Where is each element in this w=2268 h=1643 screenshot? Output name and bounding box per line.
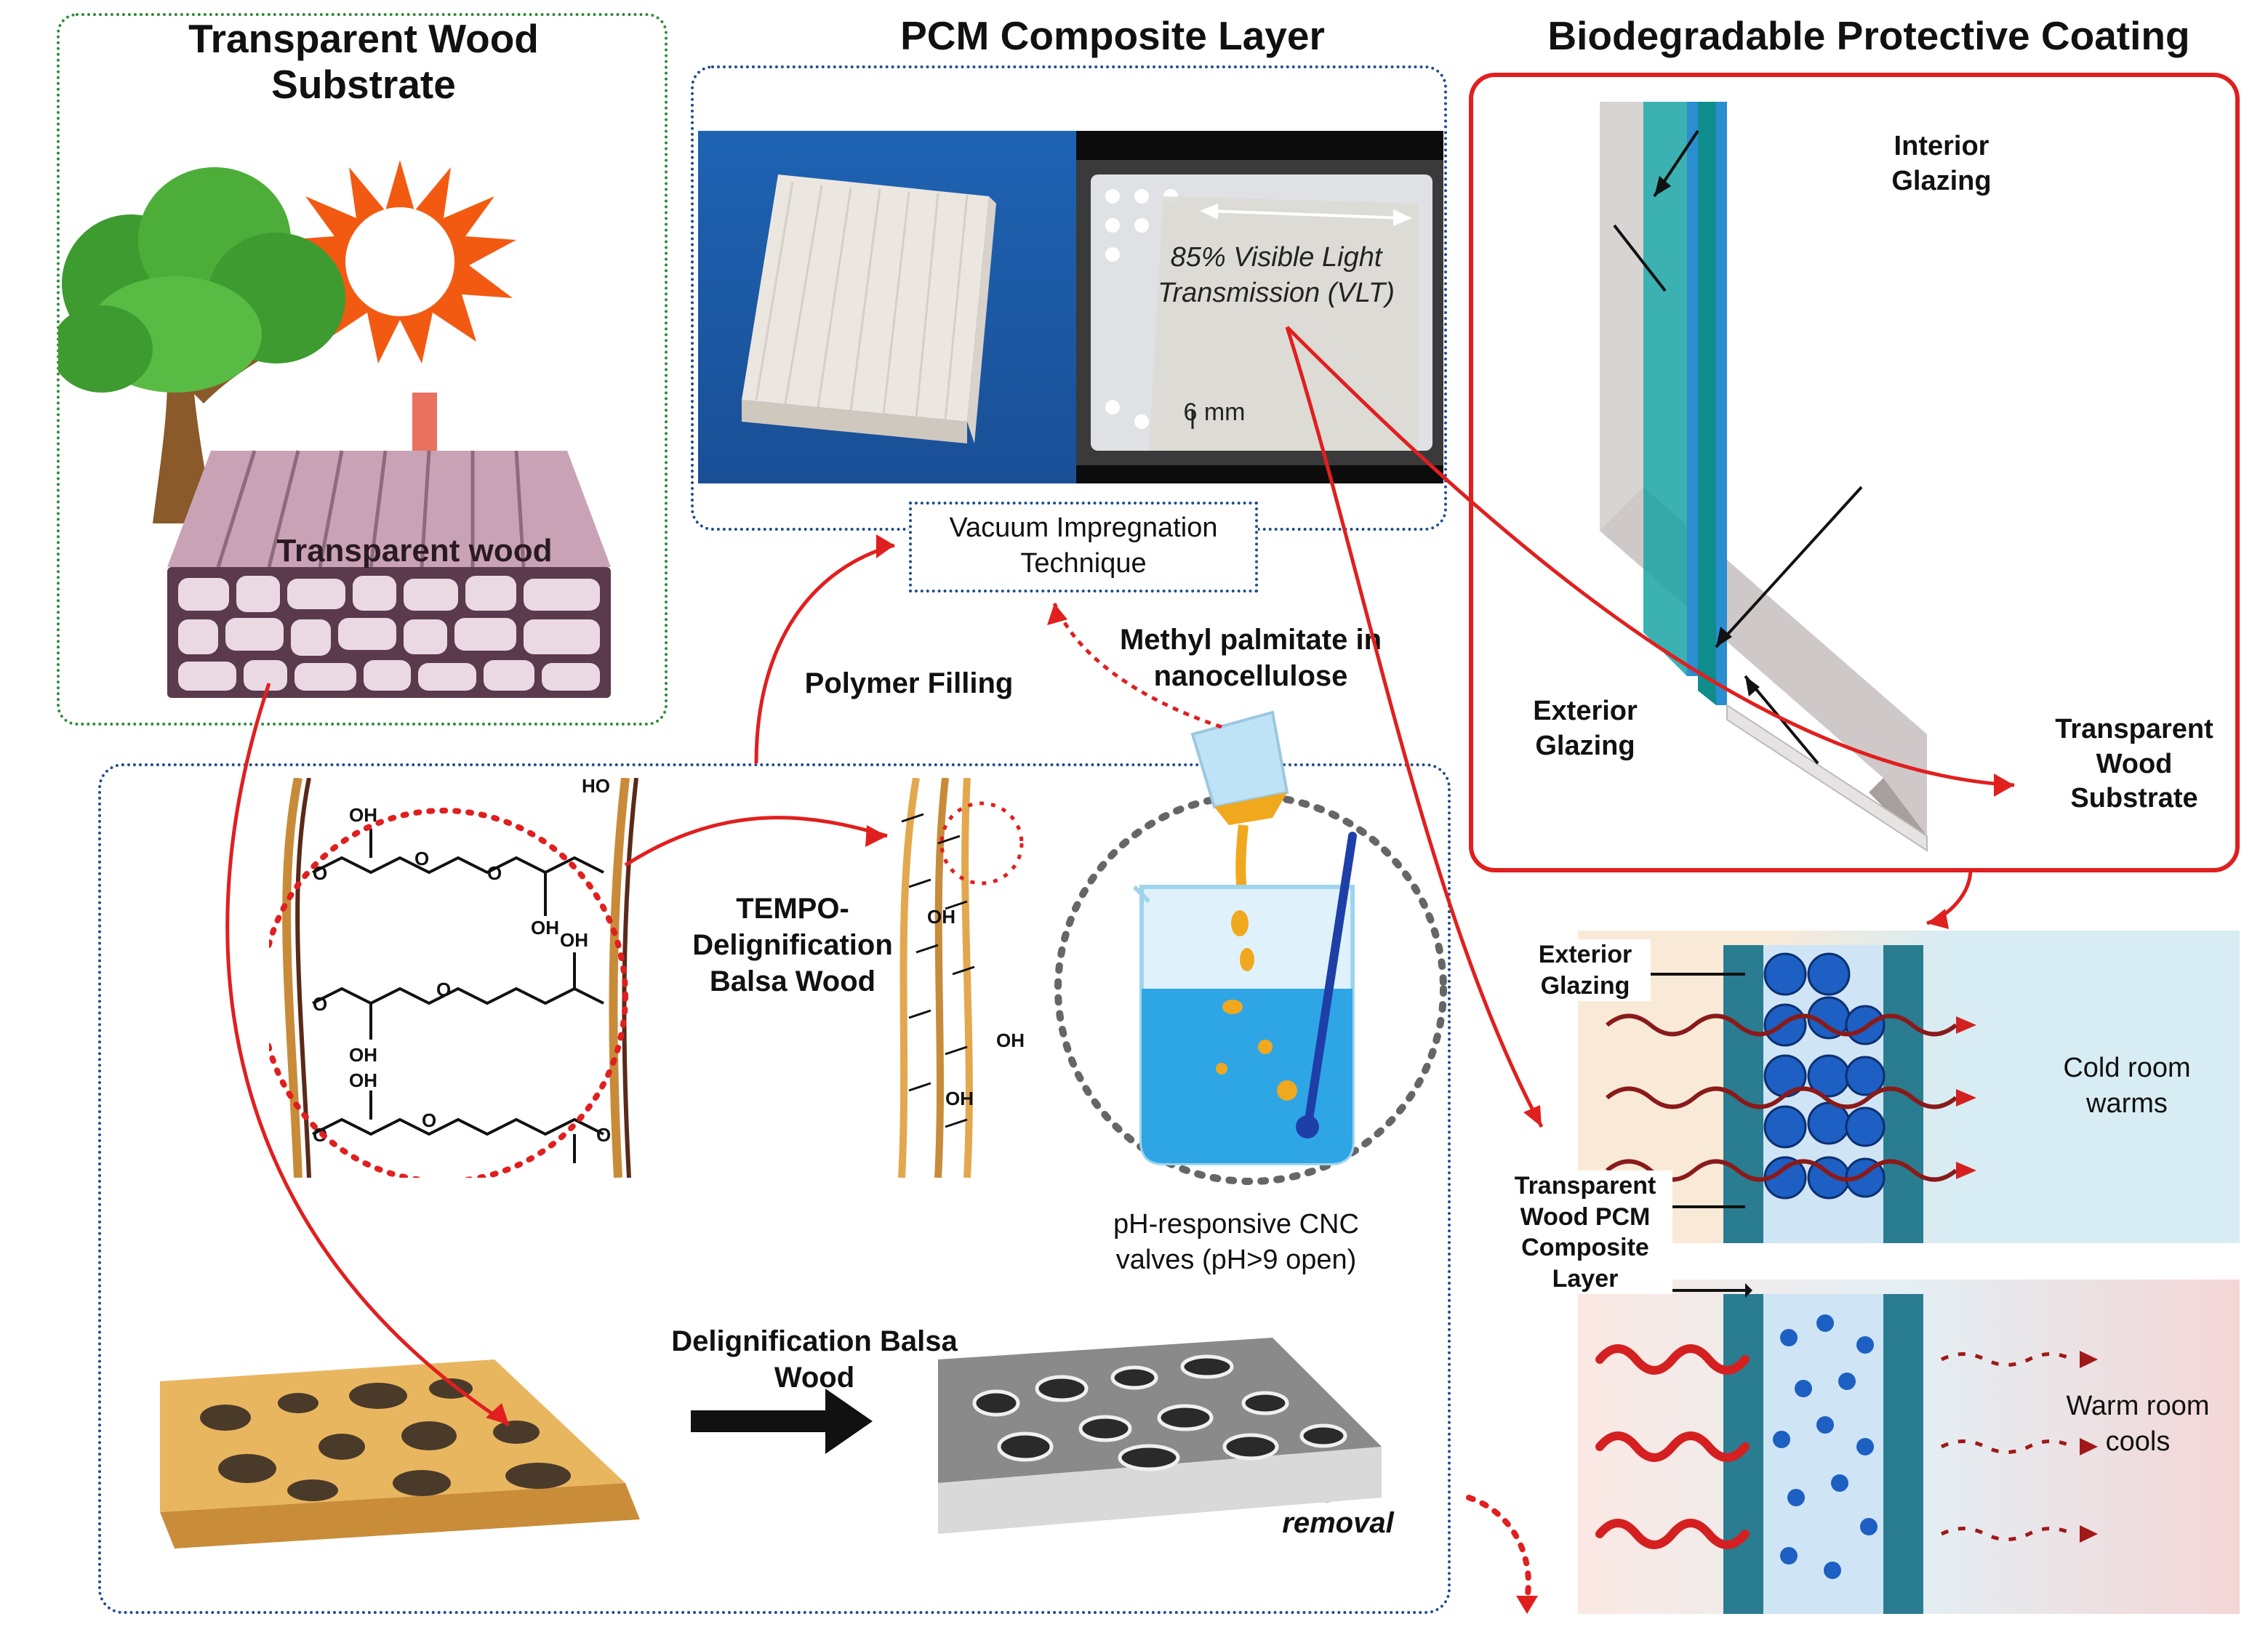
- chem-oh-1: OH: [349, 804, 377, 826]
- pouring-cup-icon: [1190, 710, 1289, 825]
- coating-box: [1469, 73, 2240, 872]
- chem-o-3: O: [487, 862, 502, 884]
- polymer-filling-label: Polymer Filling: [804, 667, 1014, 699]
- substrate-title: Transparent Wood Substrate: [188, 16, 539, 108]
- delignified-block: [938, 1338, 1382, 1534]
- process-box: [98, 763, 1451, 1614]
- thickness-label: 6 mm: [1183, 398, 1246, 426]
- chem-o-8: O: [596, 1124, 611, 1146]
- chemistry-diagram: OH OH OH OH OH HO O O O O O O O O: [269, 778, 1025, 1178]
- pcm-exterior-glazing-label: Exterior Glazing: [1520, 939, 1651, 1001]
- balsa-wood-block: [160, 1359, 640, 1548]
- transmission-photo: [1076, 131, 1443, 483]
- chem-oh-6: OH: [927, 906, 955, 928]
- right-arrow-icon: [691, 1389, 873, 1454]
- technique-label: Vacuum Impregnation Technique: [949, 513, 1218, 579]
- tree-sun-illustration: [58, 160, 611, 698]
- tempo-label: TEMPO-Delignification Balsa Wood: [684, 891, 902, 1000]
- delignification-label: Delignification Balsa Wood: [671, 1325, 958, 1394]
- chem-oh-2: OH: [531, 917, 559, 939]
- cold-room-diagram: [1578, 931, 2240, 1243]
- pcm-title: PCM Composite Layer: [900, 13, 1325, 58]
- window-substrate-label: Transparent Wood Substrate: [2055, 714, 2213, 814]
- interior-glazing-label: Interior Glazing: [1891, 131, 1992, 196]
- chem-oh-4: OH: [349, 1044, 377, 1066]
- balsa-blocks-illustration: [160, 1338, 1382, 1548]
- transparent-wood-block: [167, 450, 611, 698]
- methyl-palmitate-label: Methyl palmitate in nanocellulose: [1119, 624, 1382, 692]
- chem-o-4: O: [313, 993, 327, 1015]
- chem-oh-3: OH: [560, 929, 588, 951]
- chem-oh-8: OH: [945, 1088, 974, 1109]
- chem-o-7: O: [422, 1109, 436, 1131]
- warm-room-label: Warm room cools: [2066, 1391, 2210, 1458]
- chem-oh-5: OH: [349, 1069, 377, 1091]
- chem-o-2: O: [414, 848, 429, 869]
- exterior-glazing-label: Exterior Glazing: [1533, 696, 1638, 761]
- tree-icon: [58, 167, 345, 523]
- pcm-label-pointers: [1651, 973, 1752, 1298]
- chem-oh-7: OH: [996, 1029, 1025, 1051]
- warm-room-diagram: [1578, 1280, 2240, 1614]
- cold-room-label: Cold room warms: [2063, 1053, 2191, 1120]
- vlt-label: 85% Visible Light Transmission (VLT): [1158, 242, 1395, 309]
- window-illustration: [1600, 102, 1928, 852]
- chem-o-5: O: [436, 979, 451, 1000]
- beaker-illustration: [1054, 710, 1447, 1185]
- technique-box: Vacuum Impregnation Technique: [909, 502, 1258, 592]
- pcm-composite-label: Transparent Wood PCM Composite Layer: [1498, 1170, 1672, 1294]
- ph-valves-label: pH-responsive CNC valves (pH>9 open): [1113, 1209, 1359, 1276]
- coating-title: Biodegradable Protective Coating: [1547, 13, 2190, 58]
- transparent-wood-label: Transparent wood: [276, 533, 553, 569]
- chem-ho: HO: [582, 778, 610, 797]
- wood-sample-photo: [698, 131, 1076, 483]
